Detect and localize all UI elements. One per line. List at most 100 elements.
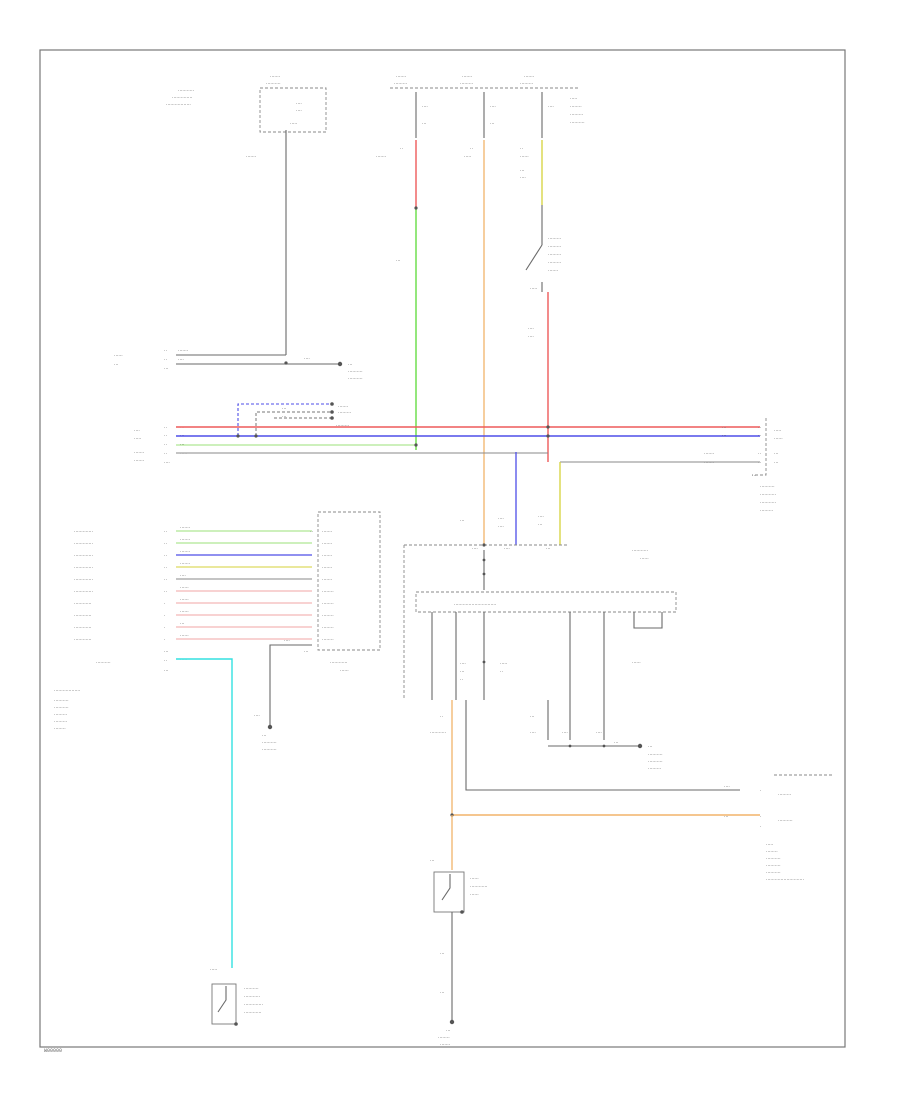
- svg-text:···········: ···········: [760, 493, 776, 498]
- svg-text:····: ····: [528, 335, 534, 340]
- svg-text:·····: ·····: [766, 843, 773, 848]
- svg-text:···: ···: [282, 407, 286, 412]
- combination-switch-block: ············· ············· ············…: [74, 511, 381, 753]
- svg-text:·······: ·······: [524, 75, 534, 80]
- svg-text:······: ······: [180, 634, 189, 639]
- svg-text:···: ···: [180, 622, 184, 627]
- svg-text:···: ···: [538, 523, 542, 528]
- svg-text:············: ············: [330, 661, 348, 666]
- svg-text:··········: ··········: [570, 121, 585, 126]
- svg-text:······: ······: [114, 354, 123, 359]
- svg-text:······: ······: [632, 661, 641, 666]
- svg-text:··: ··: [164, 578, 167, 583]
- svg-text:····: ····: [596, 731, 602, 736]
- svg-text:·········: ·········: [54, 713, 67, 718]
- svg-text:·······: ·······: [180, 550, 190, 555]
- svg-text:···········: ···········: [760, 501, 776, 506]
- ground-connection-1: ······ ··· ·· ·· ··· ······· ···· ···· ·…: [114, 349, 363, 382]
- svg-text:··········: ··········: [766, 871, 781, 876]
- svg-text:··: ··: [164, 358, 167, 363]
- svg-text:··········: ··········: [766, 857, 781, 862]
- svg-text:··: ··: [310, 530, 313, 535]
- svg-text:·······: ·······: [322, 578, 332, 583]
- svg-text:··········: ··········: [348, 377, 363, 382]
- svg-text:··············: ··············: [172, 96, 192, 101]
- svg-text:·············: ·············: [74, 590, 93, 595]
- svg-text:···: ···: [530, 715, 534, 720]
- svg-text:···: ···: [114, 363, 118, 368]
- svg-text:·····: ·····: [500, 662, 507, 667]
- svg-text:······: ······: [180, 598, 189, 603]
- svg-text:······: ······: [520, 155, 529, 160]
- svg-text:··: ··: [164, 542, 167, 547]
- svg-text:············: ············: [244, 1011, 262, 1016]
- svg-text:··········: ··········: [778, 819, 793, 824]
- svg-text:··········: ··········: [348, 370, 363, 375]
- svg-text:·········: ·········: [548, 237, 561, 242]
- svg-text:·········: ·········: [548, 245, 561, 250]
- svg-text:···: ···: [752, 474, 756, 479]
- svg-text:·············: ·············: [74, 566, 93, 571]
- svg-text:·: ·: [164, 614, 165, 619]
- svg-text:·················: ·················: [166, 103, 191, 108]
- svg-text:·········: ·········: [548, 253, 561, 258]
- svg-text:··········: ··········: [760, 485, 775, 490]
- svg-text:···: ···: [396, 259, 400, 264]
- svg-text:·············: ·············: [74, 542, 93, 547]
- svg-text:·········: ·········: [570, 113, 583, 118]
- svg-text:············: ············: [74, 638, 92, 643]
- svg-text:············: ············: [74, 602, 92, 607]
- svg-text:·······: ·······: [462, 75, 472, 80]
- svg-text:········: ········: [570, 105, 582, 110]
- svg-text:·············: ·············: [74, 530, 93, 535]
- svg-text:····: ····: [178, 358, 184, 363]
- svg-text:····: ····: [422, 105, 428, 110]
- svg-text:····: ····: [530, 731, 536, 736]
- svg-text:··········: ··········: [54, 699, 69, 704]
- svg-text:···: ···: [446, 1029, 450, 1034]
- svg-text:··········: ··········: [648, 760, 663, 765]
- svg-text:··: ··: [460, 678, 463, 683]
- dashed-blue-loop: ······· ········· ··· ··· ·········: [237, 402, 351, 436]
- svg-text:··: ··: [164, 452, 167, 457]
- svg-text:····: ····: [254, 714, 260, 719]
- svg-text:·····························: ·····························: [454, 603, 496, 608]
- diagram-border: [39, 49, 846, 1048]
- svg-text:···: ···: [724, 815, 728, 820]
- svg-text:········: ········: [438, 1036, 450, 1041]
- svg-text:·······: ·······: [134, 459, 144, 464]
- svg-text:······: ······: [180, 586, 189, 591]
- svg-text:···········: ···········: [244, 995, 260, 1000]
- svg-text:·: ·: [164, 626, 165, 631]
- svg-text:··: ··: [758, 461, 761, 466]
- svg-text:··········: ··········: [244, 987, 259, 992]
- svg-text:······: ······: [470, 893, 479, 898]
- svg-text:··: ··: [164, 554, 167, 559]
- svg-text:··: ··: [164, 443, 167, 448]
- svg-text:···: ···: [546, 547, 550, 552]
- svg-text:·······: ·······: [322, 542, 332, 547]
- svg-text:·····: ·····: [530, 287, 537, 292]
- svg-text:············: ············: [74, 614, 92, 619]
- svg-text:··················: ··················: [54, 689, 80, 694]
- svg-text:····: ····: [562, 731, 568, 736]
- svg-text:·········: ·········: [338, 411, 351, 416]
- svg-text:·········: ·········: [760, 509, 773, 514]
- svg-text:···: ···: [422, 122, 426, 127]
- svg-text:·: ·: [164, 638, 165, 643]
- svg-text:········: ········: [322, 614, 334, 619]
- svg-text:·········: ·········: [648, 767, 661, 772]
- svg-text:········: ········: [322, 626, 334, 631]
- svg-text:···: ···: [648, 745, 652, 750]
- svg-text:··: ··: [400, 147, 403, 152]
- svg-text:···: ···: [282, 415, 286, 420]
- svg-text:·············: ·············: [74, 554, 93, 559]
- key-switch: ········· ········· ········· ········· …: [525, 205, 561, 292]
- svg-text:···: ···: [774, 452, 778, 457]
- svg-text:···: ···: [348, 363, 352, 368]
- svg-text:··: ··: [164, 530, 167, 535]
- svg-text:··: ··: [500, 670, 503, 675]
- svg-text:···: ···: [774, 461, 778, 466]
- svg-text:·······: ·······: [704, 452, 714, 457]
- svg-text:··: ··: [758, 426, 761, 431]
